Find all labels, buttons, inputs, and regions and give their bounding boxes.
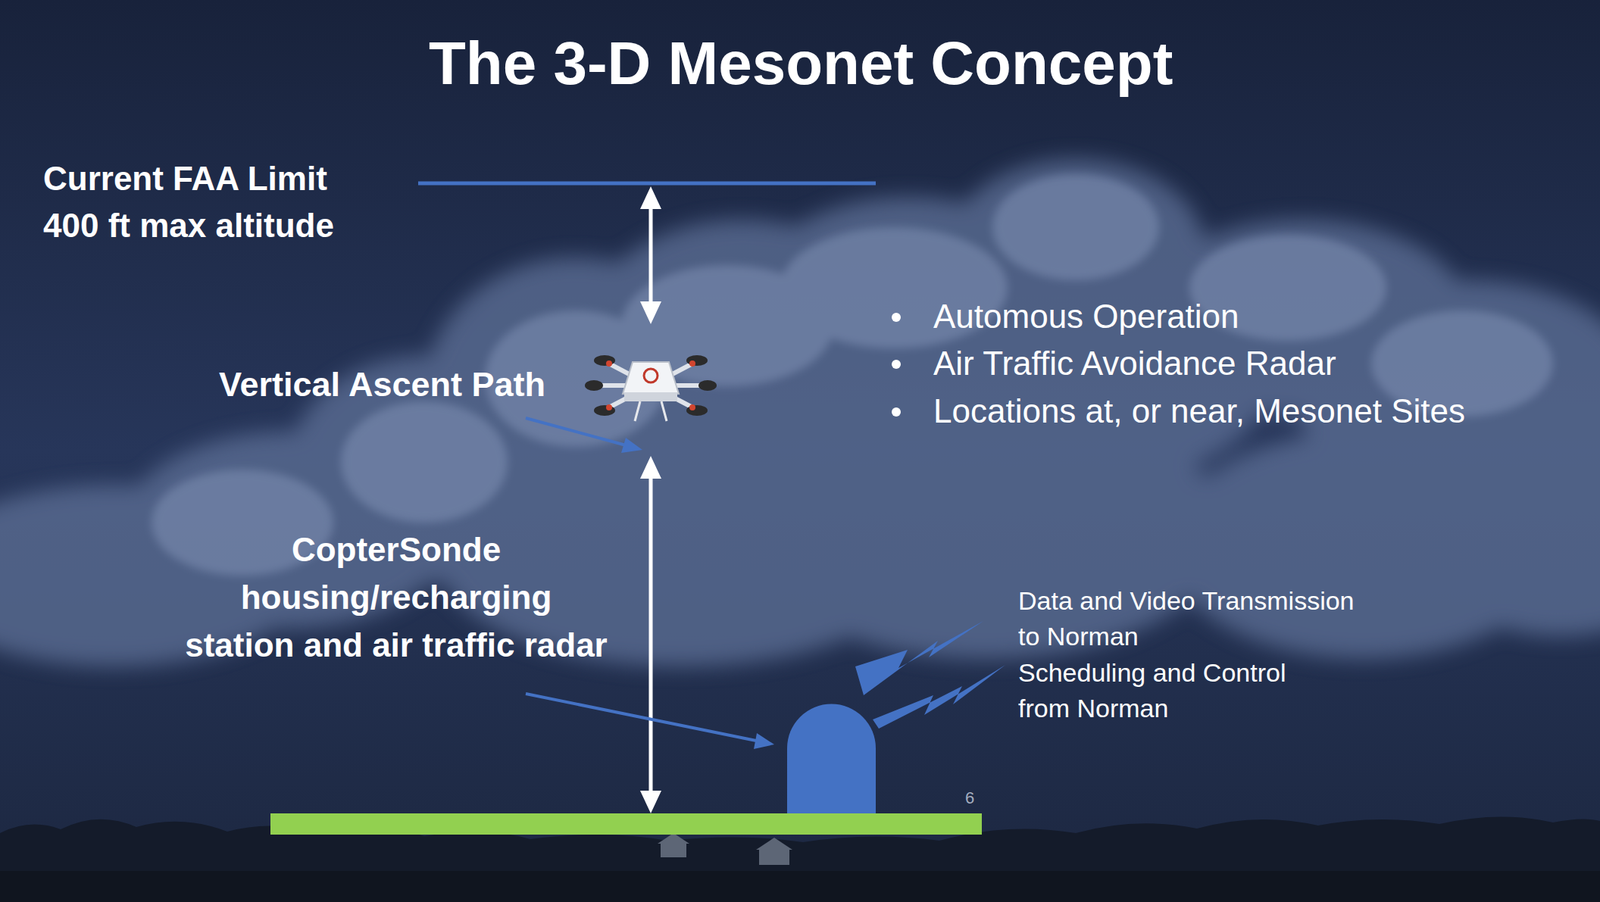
bullet-text: Locations at, or near, Mesonet Sites — [933, 391, 1466, 432]
station-label: CopterSonde housing/recharging station a… — [181, 525, 611, 669]
bullet-text: Air Traffic Avoidance Radar — [933, 343, 1337, 385]
bullets — [891, 312, 901, 417]
altitude-arrow-lower — [640, 456, 662, 814]
transmission-bolts — [855, 621, 1006, 729]
houses — [657, 833, 793, 866]
station-leader — [525, 693, 775, 750]
altitude-arrow-upper — [640, 186, 662, 325]
limit-label: Current FAA Limit 400 ft max altitude — [43, 155, 341, 250]
control-note: Scheduling and Control from Norman — [1018, 655, 1293, 727]
coptersonde-drone — [584, 355, 717, 422]
faa-limit-line — [418, 181, 876, 186]
bullet-text: Automous Operation — [933, 296, 1240, 338]
ground — [0, 871, 1600, 902]
ascent-path-leader — [525, 418, 643, 454]
housing-station — [787, 704, 876, 815]
page-number: 6 — [965, 788, 975, 809]
cloud-highlights — [151, 174, 1554, 576]
slide-title: The 3-D Mesonet Concept — [428, 27, 1173, 100]
ascent-label: Vertical Ascent Path — [218, 364, 546, 406]
transmission-note: Data and Video Transmission to Norman — [1018, 583, 1362, 655]
ground-bar — [270, 813, 982, 835]
